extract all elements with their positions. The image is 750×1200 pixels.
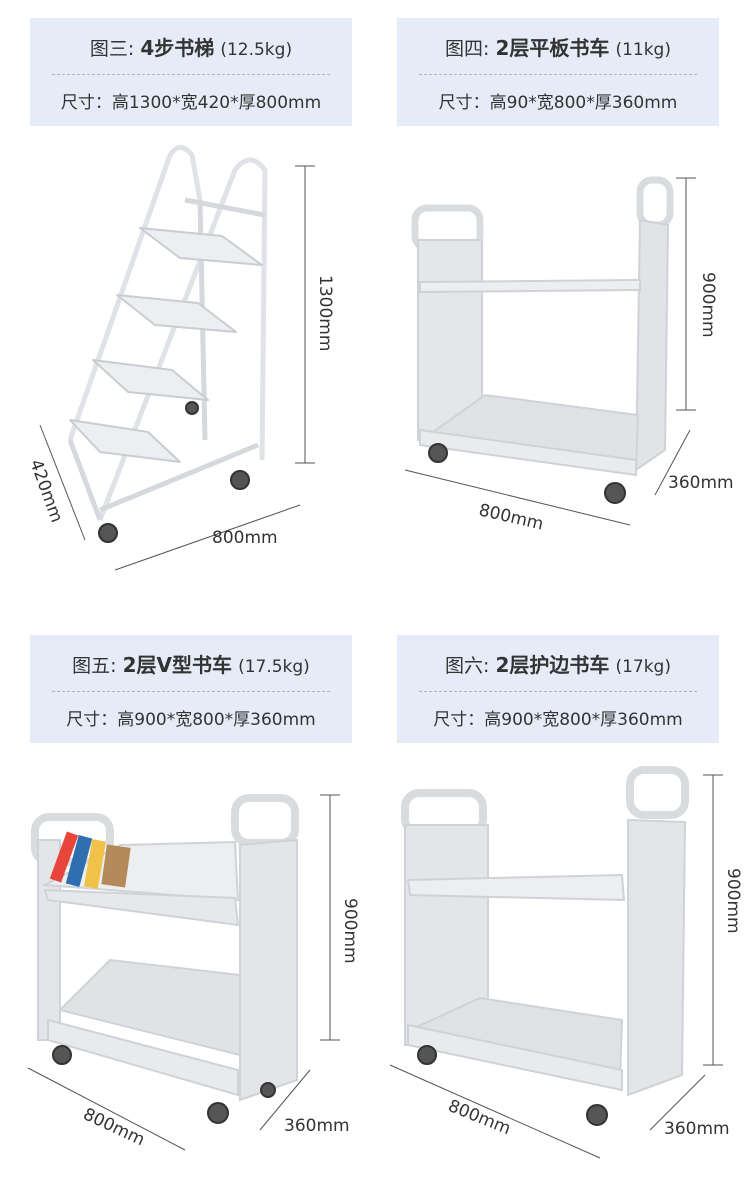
dimension-depth-label: 800mm bbox=[212, 528, 278, 548]
figure-number: 图五: bbox=[72, 655, 117, 677]
product-panel-v-cart: 图五: 2层V型书车 (17.5kg) 尺寸：高900*宽800*厚360mm bbox=[30, 635, 352, 743]
figure-number: 图六: bbox=[445, 655, 490, 677]
product-spec: 尺寸：高90*宽800*厚360mm bbox=[438, 93, 678, 113]
dimension-lines bbox=[39, 165, 315, 571]
edge-cart-image: 900mm 360mm 800mm bbox=[389, 766, 743, 1159]
dimension-height-label: 900mm bbox=[723, 868, 743, 934]
dimension-width-label: 800mm bbox=[477, 500, 545, 534]
dimension-width-label: 800mm bbox=[445, 1096, 513, 1139]
panel-title: 图三: 4步书梯 (12.5kg) bbox=[30, 32, 352, 61]
product-weight: (17.5kg) bbox=[238, 657, 310, 677]
panel-title: 图六: 2层护边书车 (17kg) bbox=[397, 649, 719, 678]
product-spec: 尺寸：高900*宽800*厚360mm bbox=[66, 710, 316, 730]
dimension-lines bbox=[389, 774, 723, 1159]
divider bbox=[52, 691, 330, 692]
product-spec: 尺寸：高1300*宽420*厚800mm bbox=[60, 93, 322, 113]
product-weight: (11kg) bbox=[615, 40, 671, 60]
dimension-height-label: 900mm bbox=[340, 898, 360, 964]
dimension-depth-label: 360mm bbox=[664, 1119, 730, 1139]
dimension-height-label: 1300mm bbox=[315, 275, 335, 351]
figure-number: 图三: bbox=[89, 38, 135, 60]
figure-number: 图四: bbox=[445, 38, 490, 60]
panel-title: 图四: 2层平板书车 (11kg) bbox=[397, 32, 719, 61]
product-weight: (17kg) bbox=[615, 657, 671, 677]
dimension-height-label: 900mm bbox=[698, 272, 718, 338]
dimension-lines bbox=[27, 794, 340, 1151]
product-name: 4步书梯 bbox=[140, 36, 215, 60]
edge-cart-drawing bbox=[401, 766, 689, 1126]
product-panel-ladder: 图三: 4步书梯 (12.5kg) 尺寸：高1300*宽420*厚800mm bbox=[30, 18, 352, 126]
divider bbox=[419, 691, 697, 692]
ladder-image: 1300mm 420mm 800mm bbox=[25, 145, 335, 571]
product-spec: 尺寸：高900*宽800*厚360mm bbox=[433, 710, 683, 730]
flat-cart-image: 900mm 360mm 800mm bbox=[404, 176, 734, 535]
divider bbox=[52, 74, 330, 75]
product-name: 2层平板书车 bbox=[495, 36, 610, 60]
v-cart-image: 900mm 360mm 800mm bbox=[27, 794, 360, 1151]
product-name: 2层V型书车 bbox=[122, 653, 233, 677]
product-weight: (12.5kg) bbox=[220, 40, 293, 60]
dimension-depth-label: 360mm bbox=[284, 1116, 350, 1136]
ladder-drawing bbox=[67, 145, 268, 543]
dimension-depth-label: 360mm bbox=[668, 473, 734, 493]
product-panel-edge-cart: 图六: 2层护边书车 (17kg) 尺寸：高900*宽800*厚360mm bbox=[397, 635, 719, 743]
dimension-width-label: 420mm bbox=[25, 457, 66, 525]
dimension-lines bbox=[404, 177, 696, 526]
product-name: 2层护边书车 bbox=[495, 653, 610, 677]
divider bbox=[419, 74, 697, 75]
dimension-width-label: 800mm bbox=[80, 1104, 148, 1150]
flat-cart-drawing bbox=[411, 176, 674, 504]
product-panel-flat-cart: 图四: 2层平板书车 (11kg) 尺寸：高90*宽800*厚360mm bbox=[397, 18, 719, 126]
v-cart-drawing bbox=[31, 794, 299, 1124]
panel-title: 图五: 2层V型书车 (17.5kg) bbox=[30, 649, 352, 678]
